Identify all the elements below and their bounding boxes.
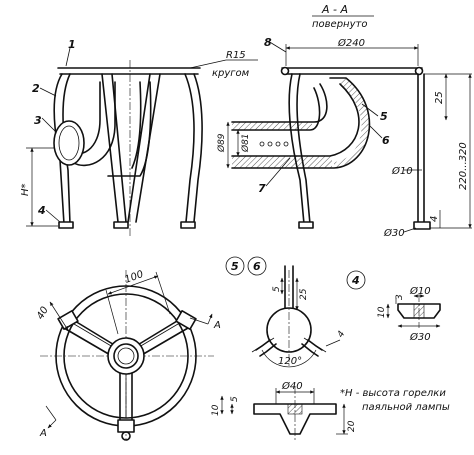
detail-5-6 bbox=[225, 256, 341, 368]
cut-label-a-left: А bbox=[39, 428, 47, 439]
callout-6-detail: 6 bbox=[253, 260, 261, 273]
dim-40-plan: 40 bbox=[35, 305, 51, 322]
dim-d30-side: Ø30 bbox=[383, 227, 405, 239]
cut-label-a-right: А bbox=[213, 320, 221, 331]
dim-d40-cap: Ø40 bbox=[281, 380, 303, 392]
callout-8: 8 bbox=[264, 36, 272, 49]
front-view bbox=[26, 47, 258, 236]
note-line-2: паяльной лампы bbox=[362, 402, 450, 413]
cap-detail bbox=[220, 386, 348, 440]
section-subtitle: повернуто bbox=[312, 19, 367, 30]
section-view bbox=[226, 15, 472, 233]
dim-20-cap: 20 bbox=[347, 420, 357, 432]
dim-25-detail56: 25 bbox=[299, 288, 309, 300]
dim-r15-note: кругом bbox=[212, 68, 250, 79]
plan-view bbox=[40, 270, 214, 441]
callout-5-detail: 5 bbox=[231, 260, 239, 273]
dim-25-side: 25 bbox=[434, 91, 445, 104]
dim-r15: R15 bbox=[226, 50, 246, 61]
dim-5-cap: 5 bbox=[230, 396, 240, 402]
detail-4 bbox=[346, 270, 441, 328]
dim-h: H* bbox=[20, 183, 31, 196]
dim-4-detail56: 4 bbox=[336, 329, 348, 339]
dim-220-320: 220...320 bbox=[458, 142, 469, 190]
dim-d89: Ø89 bbox=[216, 133, 227, 153]
callout-7: 7 bbox=[258, 182, 266, 195]
dim-d240: Ø240 bbox=[337, 37, 365, 49]
callout-1: 1 bbox=[68, 38, 76, 51]
callout-4-detail: 4 bbox=[351, 274, 360, 287]
callout-3: 3 bbox=[34, 114, 42, 127]
dim-120-angle: 120° bbox=[278, 356, 302, 367]
dim-10-cap: 10 bbox=[211, 404, 221, 416]
dim-100: 100 bbox=[123, 269, 145, 286]
section-title: А - А bbox=[321, 3, 348, 16]
dim-d81: Ø81 bbox=[240, 133, 251, 153]
dim-10-detail4: 10 bbox=[377, 306, 387, 318]
dim-3-detail4: 3 bbox=[395, 294, 405, 300]
callout-4: 4 bbox=[37, 204, 46, 217]
callout-6: 6 bbox=[382, 134, 390, 147]
dim-d10-detail4: Ø10 bbox=[409, 285, 431, 297]
dim-5-detail56: 5 bbox=[272, 286, 282, 292]
dim-4-side: 4 bbox=[429, 216, 440, 222]
callout-2: 2 bbox=[32, 82, 40, 95]
dim-d10-side: Ø10 bbox=[391, 165, 413, 177]
callout-5: 5 bbox=[380, 110, 388, 123]
dim-d30-detail4: Ø30 bbox=[409, 331, 431, 343]
note-line-1: *H - высота горелки bbox=[340, 388, 446, 399]
